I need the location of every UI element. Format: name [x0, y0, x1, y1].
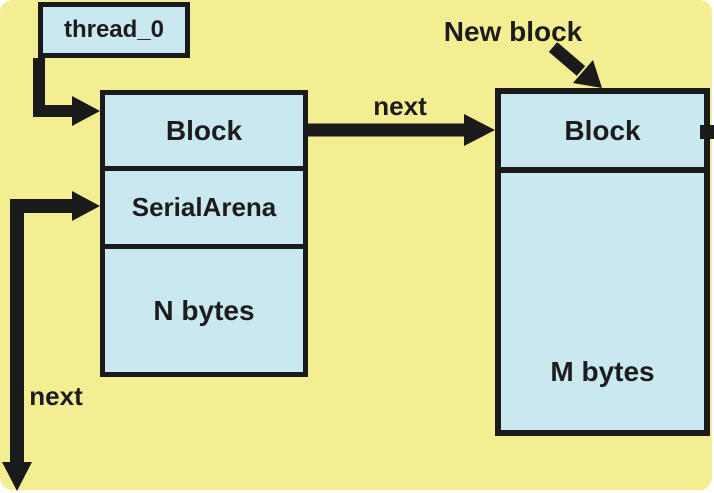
serialarena-label: SerialArena [131, 192, 277, 222]
thread-0-node: thread_0 [38, 2, 190, 58]
right-block-title: Block [564, 114, 641, 146]
right-block-node: Block M bytes [495, 88, 710, 436]
next-label-block-to-block: next [373, 91, 427, 121]
left-block-node: Block SerialArena N bytes [100, 90, 308, 377]
right-block-header-row: Block [501, 94, 704, 173]
thread-0-label: thread_0 [63, 16, 165, 43]
n-bytes-row: N bytes [105, 249, 303, 372]
left-block-header-row: Block [105, 95, 303, 171]
n-bytes-label: N bytes [153, 294, 255, 326]
new-block-label: New block [443, 16, 583, 47]
left-block-title: Block [165, 114, 243, 146]
m-bytes-label: M bytes [550, 356, 655, 387]
serialarena-row: SerialArena [105, 171, 303, 249]
m-bytes-row: M bytes [501, 173, 704, 430]
next-label-downward: next [29, 381, 83, 411]
